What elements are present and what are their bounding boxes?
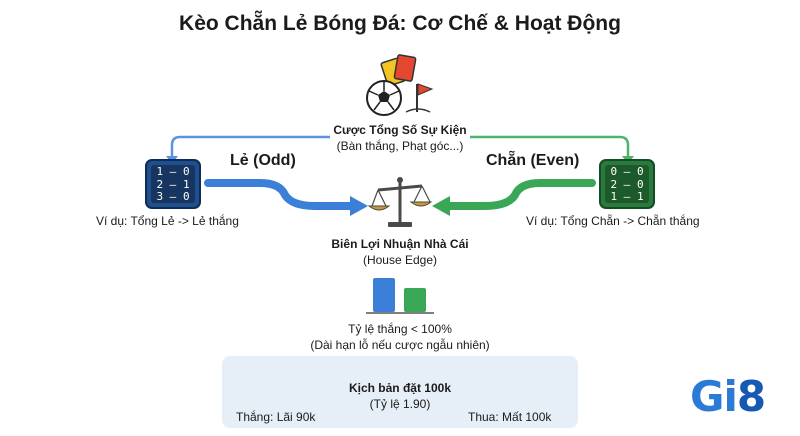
connector-left — [170, 135, 330, 158]
score-row: 3 – 0 — [156, 190, 190, 203]
top-label: Cược Tổng Số Sự Kiện — [333, 123, 467, 137]
center-label: Biên Lợi Nhuận Nhà Cái — [331, 237, 469, 251]
page-title: Kèo Chẵn Lẻ Bóng Đá: Cơ Chế & Hoạt Động — [179, 12, 621, 35]
scenario-lose: Thua: Mất 100k — [468, 410, 552, 424]
even-scores: 0 – 0 2 – 0 1 – 1 — [605, 165, 649, 204]
score-row: 2 – 1 — [156, 177, 190, 191]
scale-icon — [367, 177, 433, 227]
even-scoreboard: 0 – 0 2 – 0 1 – 1 — [605, 165, 649, 203]
rate-box: Tỷ lệ thắng < 100% (Dài hạn lỗ nếu cược … — [270, 321, 530, 353]
odd-label: Lẻ (Odd) — [230, 152, 296, 169]
scenario-panel — [222, 356, 578, 428]
even-label: Chẵn (Even) — [486, 152, 580, 169]
connector-right — [470, 135, 630, 158]
odd-scores: 1 – 0 2 – 1 3 – 0 — [151, 165, 195, 204]
even-example: Ví dụ: Tổng Chẵn -> Chẵn thắng — [526, 214, 700, 228]
scoreboard-icon — [599, 159, 655, 209]
even-flow-arrow-head — [432, 196, 450, 216]
odd-scoreboard: 1 – 0 2 – 1 3 – 0 — [151, 165, 195, 203]
scenario-win: Thắng: Lãi 90k — [236, 410, 316, 424]
odd-example: Ví dụ: Tổng Lẻ -> Lẻ thắng — [96, 214, 239, 228]
brand-main: Gi — [690, 372, 738, 421]
odd-flow-arrow — [204, 179, 356, 210]
bar-chart-icon — [366, 278, 434, 314]
rate-sub: (Dài hạn lỗ nếu cược ngẫu nhiên) — [310, 338, 490, 352]
odd-flow-arrow-head — [350, 196, 368, 216]
cards-icon — [380, 54, 417, 87]
score-row: 0 – 0 — [610, 165, 644, 178]
corner-flag-icon — [405, 83, 434, 113]
brand-logo: Gi8 — [690, 372, 766, 421]
bar-blue — [373, 278, 395, 312]
rate-label: Tỷ lệ thắng < 100% — [348, 322, 452, 336]
top-sub: (Bàn thắng, Phạt góc...) — [336, 139, 464, 153]
score-row: 1 – 1 — [610, 190, 644, 203]
center-box: Biên Lợi Nhuận Nhà Cái (House Edge) — [290, 236, 510, 268]
scenario-box: Kịch bản đặt 100k (Tỷ lệ 1.90) — [320, 380, 480, 412]
brand-accent: 8 — [736, 372, 766, 421]
scenario-sub: (Tỷ lệ 1.90) — [369, 397, 431, 411]
scoreboard-icon — [145, 159, 201, 209]
score-row: 2 – 0 — [610, 177, 644, 191]
top-box: Cược Tổng Số Sự Kiện (Bàn thắng, Phạt gó… — [300, 122, 500, 154]
bar-green — [404, 288, 426, 312]
even-flow-arrow — [444, 179, 596, 210]
soccer-ball-icon — [366, 80, 402, 116]
score-row: 1 – 0 — [156, 165, 190, 178]
scenario-title: Kịch bản đặt 100k — [348, 381, 452, 395]
center-sub: (House Edge) — [362, 253, 438, 267]
